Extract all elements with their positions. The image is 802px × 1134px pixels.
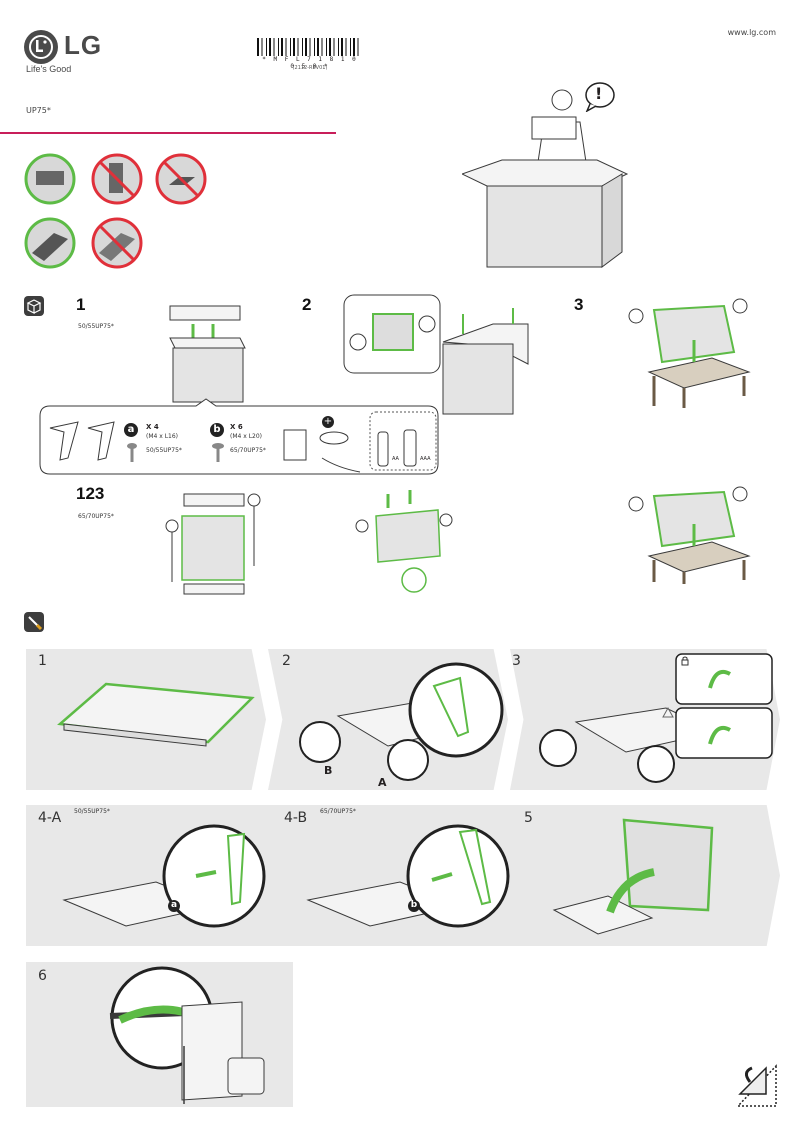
step-6-number: 6 xyxy=(38,968,47,984)
barcode-bar xyxy=(317,38,319,56)
screw-b-icon xyxy=(212,442,224,464)
screw-a-attach-illustration xyxy=(56,820,266,938)
website-link[interactable]: www.lg.com xyxy=(727,28,776,37)
lg-logo-icon xyxy=(24,30,58,64)
barcode-bar xyxy=(269,38,271,56)
barcode-bar xyxy=(285,38,287,56)
barcode-bar xyxy=(302,38,303,56)
screwdriver-icon xyxy=(24,612,44,632)
screw-a-model: 50/55UP75* xyxy=(146,447,182,454)
barcode-bar xyxy=(293,38,295,56)
step-3-number: 3 xyxy=(512,653,521,669)
barcode-bar xyxy=(305,38,307,56)
screw-a-badge: a xyxy=(124,423,138,437)
tv-face-down-illustration xyxy=(56,680,256,750)
unpack-model-large: 65/70UP75* xyxy=(78,513,114,520)
barcode-bar xyxy=(326,38,327,56)
header-divider xyxy=(0,132,336,134)
model-number: UP75* xyxy=(26,106,51,115)
step-5-number: 5 xyxy=(524,810,533,826)
cable-management-illustration xyxy=(92,966,288,1106)
barcode-bar xyxy=(353,38,355,56)
stand-lock-illustration xyxy=(536,652,776,786)
barcode-code: * M F L 7 1 8 1 0 0 5 0 * xyxy=(262,56,358,70)
barcode-bar xyxy=(357,38,359,56)
barcode-bar xyxy=(261,38,263,56)
barcode-bar xyxy=(329,38,331,56)
barcode xyxy=(257,38,363,56)
box-icon xyxy=(24,296,44,316)
screw-b-attach-illustration xyxy=(300,820,510,938)
barcode-bar xyxy=(297,38,299,56)
step-4a-badge: a xyxy=(168,900,180,912)
unpack-step-3: 3 xyxy=(574,295,584,314)
barcode-bar xyxy=(278,38,279,56)
battery-aaa-label: AAA xyxy=(420,456,431,462)
brand-tagline: Life's Good xyxy=(26,64,72,74)
handling-rules xyxy=(24,153,154,271)
stand-detach-illustration xyxy=(348,486,458,596)
barcode-bar xyxy=(257,38,259,56)
alert-icon: ! xyxy=(584,82,616,112)
lock-icon xyxy=(681,656,689,666)
barcode-bar xyxy=(314,38,315,56)
unpack-model-small: 50/55UP75* xyxy=(78,323,114,330)
alert-symbol: ! xyxy=(595,84,603,103)
step-4b-model: 65/70UP75* xyxy=(320,808,356,815)
stand-removal-callout xyxy=(343,294,533,416)
screw-b-count: X 6 xyxy=(230,423,243,431)
box-lift-illustration-large xyxy=(158,486,268,596)
screw-b-model: 65/70UP75* xyxy=(230,447,266,454)
step-4a-number: 4-A xyxy=(38,810,62,826)
step-2-number: 2 xyxy=(282,653,291,669)
unpack-group-label: 123 xyxy=(76,484,105,503)
battery-aa-label: AA xyxy=(392,456,399,462)
box-lift-illustration-small xyxy=(165,298,250,408)
parts-panel xyxy=(38,398,440,478)
handling-rule-prohibited xyxy=(155,153,207,205)
table-place-illustration-large xyxy=(624,484,752,584)
unpack-step-2: 2 xyxy=(302,295,312,314)
barcode-bar xyxy=(341,38,343,56)
barcode-bar xyxy=(290,38,291,56)
screw-b-badge: b xyxy=(210,423,224,437)
step-4b-badge: b xyxy=(408,900,420,912)
screw-a-count: X 4 xyxy=(146,423,159,431)
step-4b-number: 4-B xyxy=(284,810,308,826)
barcode-bar xyxy=(273,38,275,56)
barcode-bar xyxy=(266,38,267,56)
barcode-bar xyxy=(338,38,339,56)
barcode-revision: (2112-REV01) xyxy=(292,65,328,71)
page-turn-icon[interactable] xyxy=(736,1064,778,1108)
barcode-bar xyxy=(321,38,323,56)
barcode-bar xyxy=(309,38,311,56)
barcode-bar xyxy=(345,38,347,56)
screw-b-spec: (M4 x L20) xyxy=(230,433,263,440)
stand-label-b: B xyxy=(324,764,333,777)
tv-stand-up-illustration xyxy=(548,814,718,940)
screw-a-icon xyxy=(127,442,137,464)
box-unpack-illustration xyxy=(462,82,632,272)
barcode-bar xyxy=(281,38,283,56)
barcode-bar xyxy=(350,38,351,56)
brand-logo-text: LG xyxy=(64,30,103,60)
plus-icon: + xyxy=(322,416,334,428)
stand-insert-illustration xyxy=(298,662,512,786)
warning-icon xyxy=(662,707,674,718)
table-place-illustration-small xyxy=(624,296,752,410)
stand-label-a: A xyxy=(378,776,387,789)
step-1-number: 1 xyxy=(38,653,47,669)
step-4a-model: 50/55UP75* xyxy=(74,808,110,815)
barcode-bar xyxy=(333,38,335,56)
unpack-step-1: 1 xyxy=(76,295,86,314)
screw-a-spec: (M4 x L16) xyxy=(146,433,179,440)
